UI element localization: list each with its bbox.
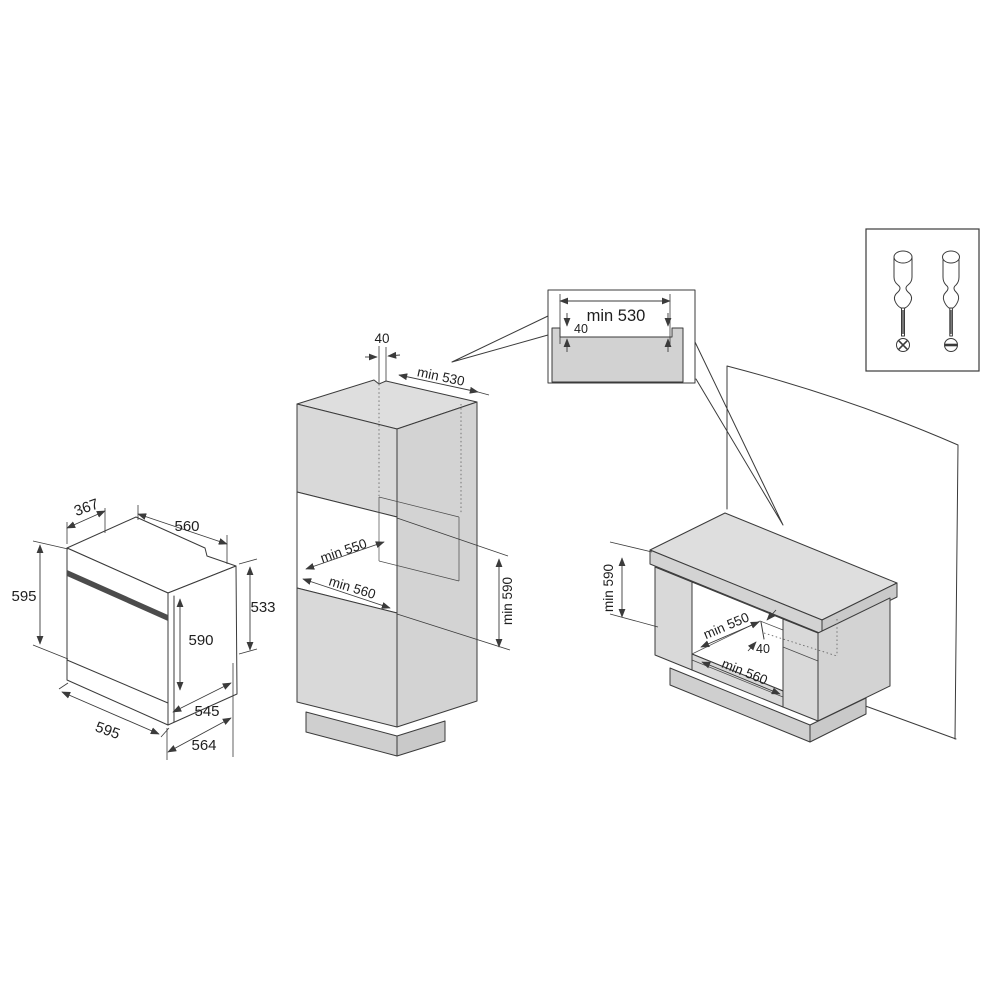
dim-label-oven-upper-depth: 545: [194, 703, 219, 720]
base-cabinet-right-front: [782, 618, 819, 722]
niche-interior-edges: [378, 496, 460, 582]
flat-screwdriver-icon: [942, 250, 960, 352]
top-gap-detail-inset: min 530 40: [451, 289, 784, 526]
tall-cabinet-view: 40 min 530 min 550 min 560 min 590: [296, 331, 515, 757]
dim-label-oven-bottom-width: 595: [93, 719, 122, 744]
oven-door-gap-band: [67, 570, 168, 621]
base-hidden-gap-lines: [763, 619, 838, 657]
wall-outline: [726, 365, 959, 740]
base-cabinet-left-front: [654, 566, 693, 671]
phillips-tip-symbol: [898, 340, 908, 350]
dim-label-inset-cutout-width: min 530: [587, 307, 646, 325]
dim-label-oven-door-height: 590: [188, 632, 213, 649]
under-counter-view: min 590 min 550 40 min 560: [601, 365, 959, 743]
dim-label-inset-cutout-depth: 40: [574, 322, 588, 336]
worktop-side-edge: [821, 582, 898, 635]
base-cabinet-side: [817, 597, 891, 722]
oven-isometric-view: 367 560 595 533 590 545 595 564: [11, 496, 276, 760]
base-rear-gap-edge: [760, 621, 765, 640]
base-plinth-side: [809, 697, 867, 743]
dim-label-cabinet-rear-gap: 40: [374, 331, 389, 346]
dim-label-base-niche-height: min 590: [601, 564, 616, 612]
tools-box-frame: [865, 228, 980, 372]
dim-label-oven-top-depth: 367: [72, 496, 101, 521]
dim-label-oven-top-width: 560: [174, 518, 199, 535]
dim-label-oven-overall-depth: 564: [191, 737, 216, 754]
dim-label-oven-front-height: 595: [11, 588, 36, 605]
cabinet-plinth-side: [396, 720, 446, 757]
cabinet-lower-front: [296, 587, 398, 728]
dim-label-oven-body-height: 533: [250, 599, 275, 616]
inset-leader-left: [451, 315, 549, 363]
dim-label-cabinet-top-depth: min 530: [416, 364, 466, 389]
hidden-rear-gap-lines: [378, 384, 462, 513]
screwdrivers-box: [865, 228, 980, 372]
dim-label-cabinet-niche-height: min 590: [500, 577, 515, 625]
phillips-screwdriver-icon: [893, 250, 913, 352]
dim-label-base-rear-gap: 40: [756, 642, 770, 656]
cabinet-side-face: [396, 401, 478, 728]
inset-leader-right: [694, 341, 784, 526]
